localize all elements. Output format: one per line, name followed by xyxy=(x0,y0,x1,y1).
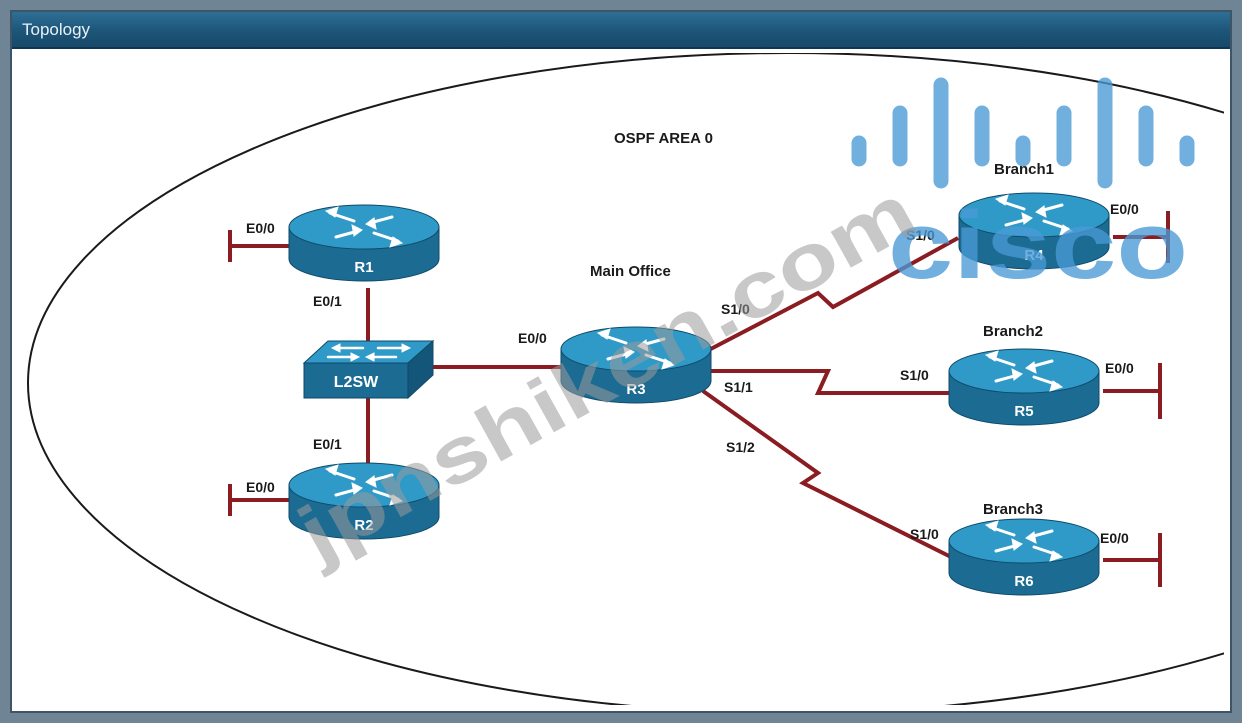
site-label-branch3: Branch3 xyxy=(983,501,1043,518)
iface-r3-s10: S1/0 xyxy=(721,301,750,317)
window-titlebar: Topology xyxy=(12,12,1230,49)
device-label-r2: R2 xyxy=(354,517,373,534)
iface-r6-s10: S1/0 xyxy=(910,526,939,542)
cisco-logo-watermark: cisco xyxy=(851,77,1195,299)
device-label-switch: L2SW xyxy=(334,374,379,391)
topology-diagram: R1 R2 R3 R4 R5 R6 L2SW OSPF AREA 0 Main … xyxy=(27,53,1224,705)
topology-window: Topology xyxy=(10,10,1232,713)
iface-r3-s11: S1/1 xyxy=(724,379,753,395)
site-label-main: Main Office xyxy=(590,263,671,280)
site-label-branch2: Branch2 xyxy=(983,323,1043,340)
cisco-logo-text: cisco xyxy=(888,192,1188,299)
ethernet-stubs xyxy=(228,211,1170,587)
iface-r5-s10: S1/0 xyxy=(900,367,929,383)
link-r3-r6 xyxy=(701,389,964,565)
iface-r3-s12: S1/2 xyxy=(726,439,755,455)
links xyxy=(366,236,964,565)
device-label-r5: R5 xyxy=(1014,403,1033,420)
iface-r2-e00: E0/0 xyxy=(246,479,275,495)
device-label-r1: R1 xyxy=(354,259,373,276)
window-title: Topology xyxy=(22,20,91,39)
area-label: OSPF AREA 0 xyxy=(614,130,713,147)
ospf-area-boundary xyxy=(27,53,1224,705)
iface-r5-e00: E0/0 xyxy=(1105,360,1134,376)
iface-r1-e01: E0/1 xyxy=(313,293,342,309)
link-r3-r4 xyxy=(702,236,959,355)
iface-r1-e00: E0/0 xyxy=(246,220,275,236)
device-label-r6: R6 xyxy=(1014,573,1033,590)
iface-r4-e00: E0/0 xyxy=(1110,201,1139,217)
iface-r6-e00: E0/0 xyxy=(1100,530,1129,546)
switch-l2sw xyxy=(302,339,435,400)
iface-r2-e01: E0/1 xyxy=(313,436,342,452)
device-label-r3: R3 xyxy=(626,381,645,398)
topology-canvas: R1 R2 R3 R4 R5 R6 L2SW OSPF AREA 0 Main … xyxy=(18,53,1224,705)
site-label-branch1: Branch1 xyxy=(994,161,1054,178)
iface-r4-s10: S1/0 xyxy=(906,227,935,243)
iface-r3-e00: E0/0 xyxy=(518,330,547,346)
link-r3-r5 xyxy=(708,369,958,395)
device-label-r4: R4 xyxy=(1024,247,1044,264)
